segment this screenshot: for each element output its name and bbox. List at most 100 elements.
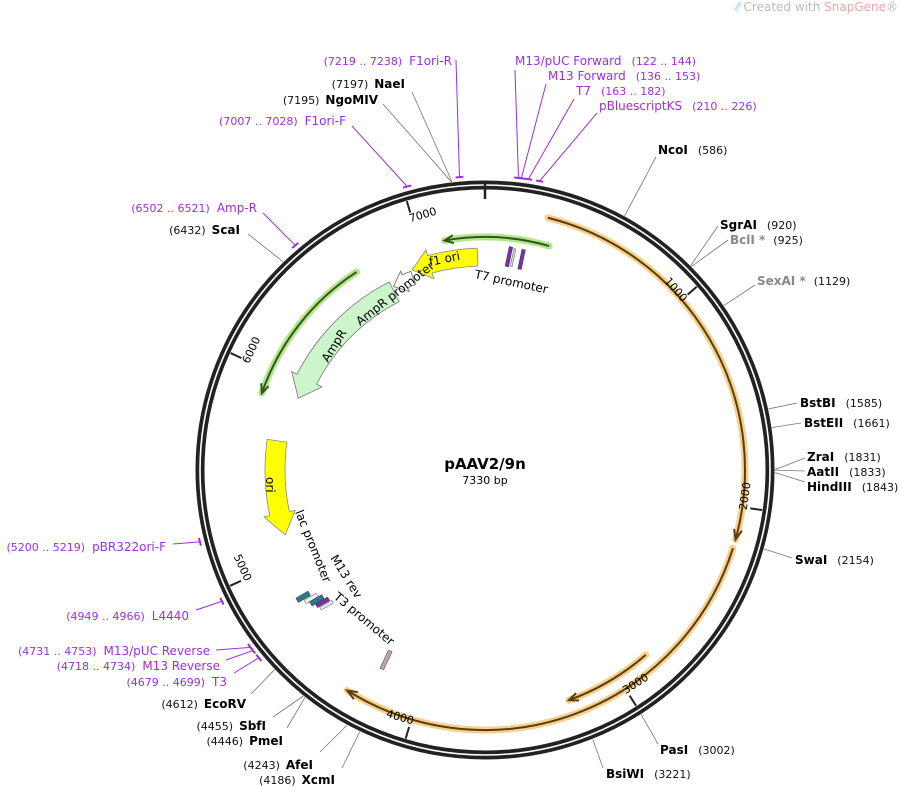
enzyme-leader-line [640,714,659,745]
svg-text:(6432)ScaI: (6432)ScaI [169,223,240,237]
svg-text:(7219 .. 7238)F1ori-R: (7219 .. 7238)F1ori-R [324,54,452,68]
svg-text:SexAI *(1129): SexAI *(1129) [757,274,850,288]
green-feature-arc-2-arrowhead [260,383,270,396]
svg-text:(4186)XcmI: (4186)XcmI [259,773,335,787]
primer-leader-line [527,98,575,180]
green-feature-arc-1 [441,233,553,250]
tick-mark [750,507,763,512]
enzyme-leader-line [411,91,453,183]
enzyme-site[interactable]: ZraI(1831) [807,450,881,464]
ori-arrow [263,438,296,536]
orange-feature-arc-2 [343,544,737,734]
primer-site[interactable]: (4718 .. 4734)M13 Reverse [57,659,220,673]
enzyme-leader-line [382,103,452,183]
enzyme-site[interactable]: PasI(3002) [660,743,735,757]
primer-site[interactable]: M13 Forward(136 .. 153) [548,69,700,83]
enzyme-site[interactable]: (4186)XcmI [259,773,335,787]
primer-leader-line [225,650,254,661]
enzyme-leader-line [690,225,719,266]
enzyme-site[interactable]: NcoI(586) [658,143,727,157]
enzyme-leader-line [624,156,657,217]
ampr-promoter-arrow [392,270,417,293]
svg-text:(4718 .. 4734)M13 Reverse: (4718 .. 4734)M13 Reverse [57,659,220,673]
green-feature-arc-1-arrowhead [442,234,455,245]
primer-leader-line [195,600,223,611]
primer-binding-mark [219,597,225,606]
primer-site[interactable]: (5200 .. 5219)pBR322ori-F [7,540,167,554]
feature-label-f1-ori: f1 ori [428,249,462,269]
orange-feature-arc-1-line [547,216,746,540]
enzyme-site[interactable]: (6432)ScaI [169,223,240,237]
primer-site[interactable]: (7007 .. 7028)F1ori-F [219,114,346,128]
snapgene-watermark: ⁄⁄ Created with SnapGene® [735,0,898,14]
feature-label-ori: ori [263,477,277,493]
tick-label: 5000 [231,552,254,583]
enzyme-labels: (7197)NaeI (7195)NgoMIV (6432)ScaI (4612… [161,77,898,787]
enzyme-site[interactable]: BclI *(925) [730,233,803,247]
svg-text:SwaI(2154): SwaI(2154) [795,553,874,567]
svg-text:SgrAI(920): SgrAI(920) [720,218,797,232]
primer-site[interactable]: M13/pUC Forward(122 .. 144) [515,54,696,68]
svg-text:ZraI(1831): ZraI(1831) [807,450,881,464]
svg-text:(4455)SbfI: (4455)SbfI [197,719,267,733]
svg-text:(7197)NaeI: (7197)NaeI [332,77,405,91]
primer-binding-mark [250,647,256,654]
primer-site[interactable]: (4731 .. 4753)M13/pUC Reverse [18,644,210,658]
svg-text:pBluescriptKS(210 .. 226): pBluescriptKS(210 .. 226) [599,99,757,113]
enzyme-site[interactable]: BstBI(1585) [800,396,882,410]
primer-site[interactable]: (4949 .. 4966)L4440 [66,609,189,623]
tick-mark [404,726,411,739]
enzyme-site[interactable]: (7197)NaeI [332,77,405,91]
primer-leader-line [215,646,251,651]
primer-site[interactable]: (4679 .. 4699)T3 [126,675,227,689]
plasmid-length: 7330 bp [462,474,507,487]
enzyme-site[interactable]: (7195)NgoMIV [283,93,379,107]
enzyme-site[interactable]: BstEII(1661) [804,416,890,430]
svg-text:(7195)NgoMIV: (7195)NgoMIV [283,93,379,107]
tick-label: 2000 [737,481,754,511]
enzyme-leader-line [286,697,306,729]
primer-leader-line [539,112,598,182]
enzyme-site[interactable]: SwaI(2154) [795,553,874,567]
svg-text:PasI(3002): PasI(3002) [660,743,735,757]
svg-text:(4679 .. 4699)T3: (4679 .. 4699)T3 [126,675,227,689]
primer-site[interactable]: (6502 .. 6521)Amp-R [131,201,257,215]
tick-mark [628,695,637,707]
enzyme-site[interactable]: (4243)AfeI [243,758,313,772]
primer-site[interactable]: T7(163 .. 182) [575,84,666,98]
enzyme-site[interactable]: SgrAI(920) [720,218,797,232]
enzyme-site[interactable]: BsiWI(3221) [606,767,691,781]
svg-text:BclI *(925): BclI *(925) [730,233,803,247]
enzyme-site[interactable]: (4446)PmeI [207,734,283,748]
svg-text:AatII(1833): AatII(1833) [807,465,886,479]
enzyme-site[interactable]: (4612)EcoRV [161,697,246,711]
primer-site[interactable]: (7219 .. 7238)F1ori-R [324,54,452,68]
feature-label-lac-promoter: lac promoter [292,508,334,584]
orange-feature-arc-3-arrowhead [566,692,580,702]
enzyme-site[interactable]: AatII(1833) [807,465,886,479]
primer-leader-line [262,212,296,246]
enzyme-site[interactable]: SexAI *(1129) [757,274,850,288]
enzyme-site[interactable]: (4455)SbfI [197,719,267,733]
small-feature-mark[interactable] [379,649,393,671]
svg-text:(4446)PmeI: (4446)PmeI [207,734,283,748]
primer-labels: (7219 .. 7238)F1ori-R (7007 .. 7028)F1or… [7,54,757,689]
tick-label: 6000 [240,335,264,366]
lac-m13-t3-marks[interactable] [295,583,334,618]
primer-binding-mark [255,654,263,662]
enzyme-leader-line [341,731,361,769]
tick-mark [405,200,412,213]
svg-text:T7(163 .. 182): T7(163 .. 182) [575,84,666,98]
primer-leader-line [233,657,260,674]
green-feature-arc-1-line [444,236,550,247]
orange-feature-arc-1-arrowhead [733,528,743,543]
enzyme-leader-line [763,548,793,559]
t7-promoter-marks[interactable] [504,246,526,270]
svg-text:(4243)AfeI: (4243)AfeI [243,758,313,772]
features-layer [258,214,749,734]
primer-site[interactable]: pBluescriptKS(210 .. 226) [599,99,757,113]
tick-mark [686,285,698,296]
enzyme-site[interactable]: HindIII(1843) [807,480,898,494]
feature-label-t3-promoter: T3 promoter [330,589,397,648]
